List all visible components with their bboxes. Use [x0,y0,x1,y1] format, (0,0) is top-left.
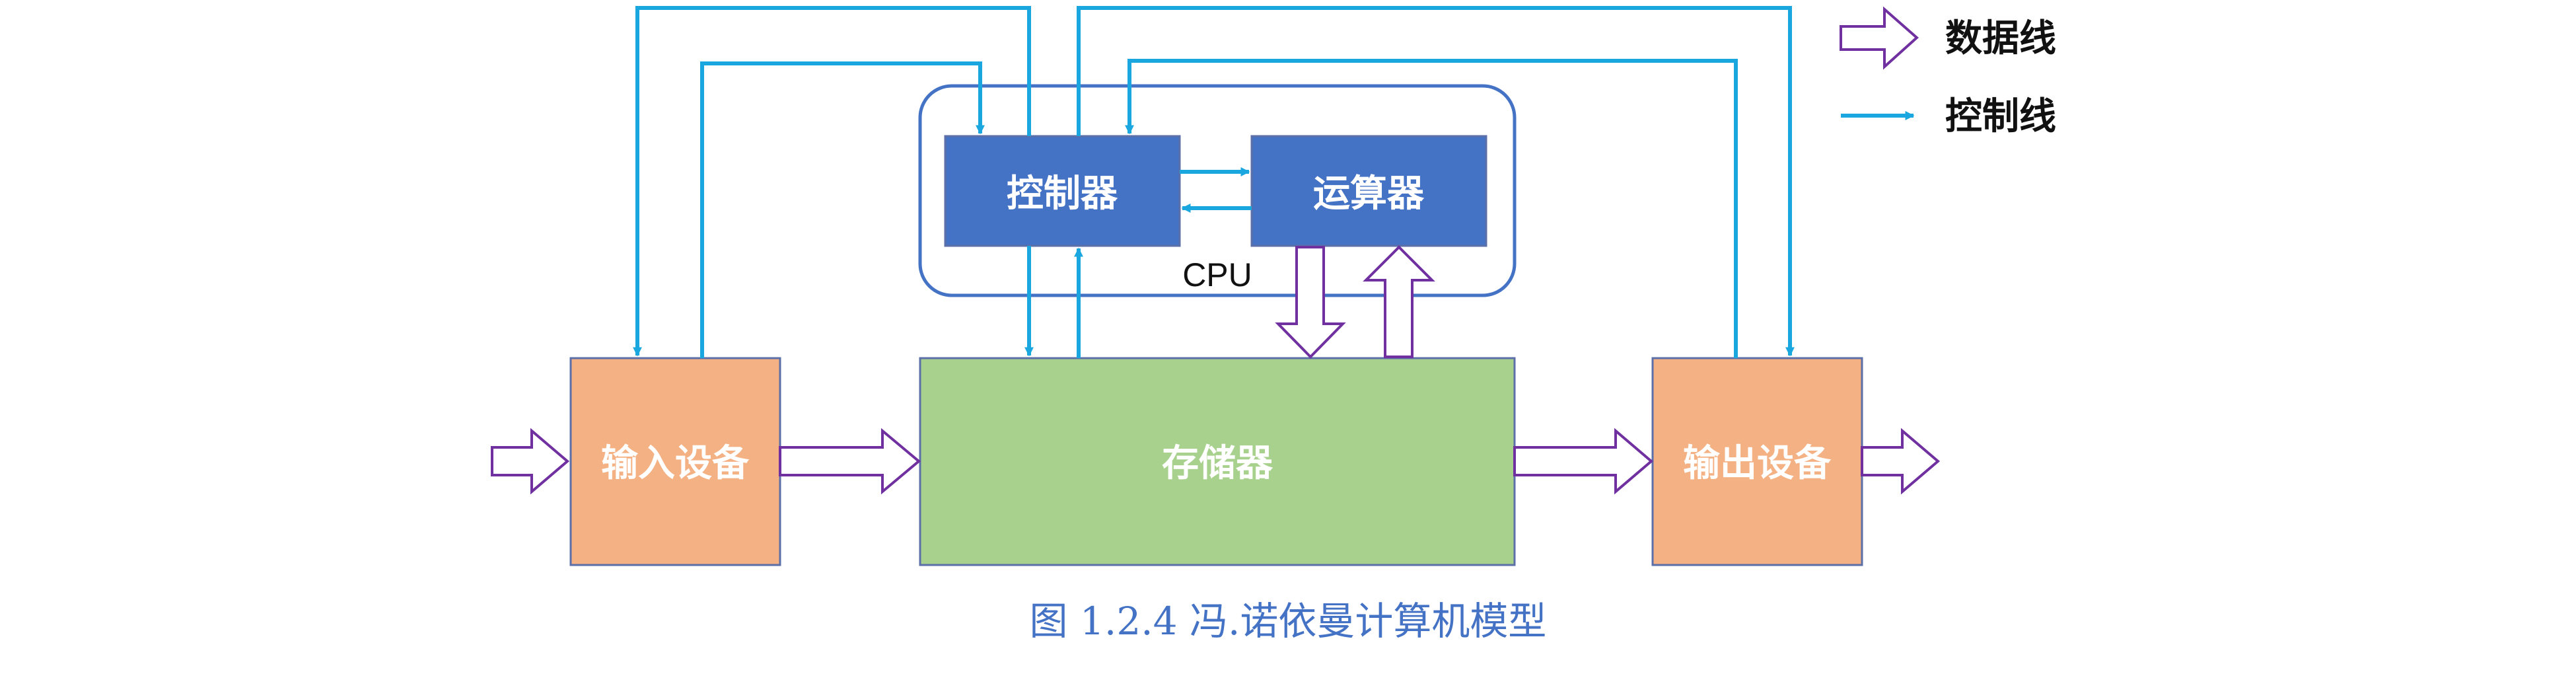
figure-caption: 图 1.2.4 冯.诺依曼计算机模型 [1030,599,1547,644]
control-line-output-to-controller [1125,59,1738,358]
output-device-node: 输出设备 [1651,357,1863,566]
data-arrow-into-input [491,428,570,495]
hollow-arrow-icon [1840,6,1919,70]
cpu-container [918,84,1517,297]
data-arrow-out-of-output [1861,428,1941,495]
output-device-label: 输出设备 [1683,442,1832,485]
control-line-controller-to-input [633,6,1031,357]
controller-label: 控制器 [1007,172,1118,215]
controller-node: 控制器 [944,135,1181,247]
alu-node: 运算器 [1250,135,1487,247]
legend-control-line-label: 控制线 [1945,95,2056,138]
data-arrow-memory-to-output [1513,428,1654,495]
control-line-input-to-controller [700,61,985,358]
data-arrow-alu-to-memory [1275,246,1346,359]
memory-node: 存储器 [919,357,1516,566]
alu-label: 运算器 [1313,172,1425,215]
data-arrow-input-to-memory [779,428,921,495]
legend-data-line-label: 数据线 [1945,17,2056,60]
memory-label: 存储器 [1162,442,1273,485]
legend: 数据线 控制线 [1840,6,2056,138]
control-line-controller-to-output [1077,6,1795,357]
data-arrow-memory-to-alu [1363,245,1435,358]
input-device-label: 输入设备 [601,442,750,485]
input-device-node: 输入设备 [569,357,781,566]
cpu-label: CPU [1182,256,1252,293]
